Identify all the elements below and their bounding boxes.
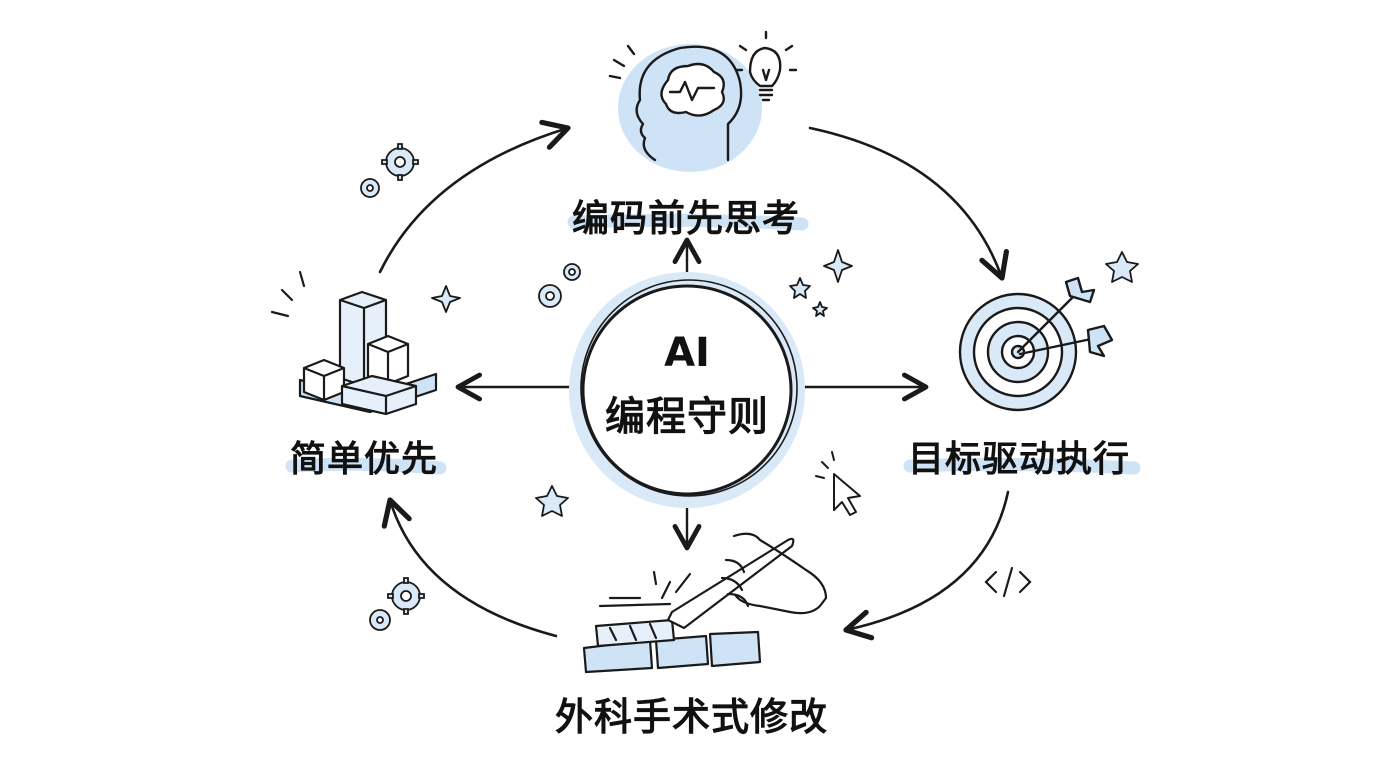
cursor-icon	[815, 451, 861, 516]
arrow-left-to-top	[378, 119, 571, 274]
node-label-surgical-changes: 外科手术式修改	[555, 695, 829, 739]
sparkle-icon	[431, 285, 461, 313]
label-highlights	[285, 213, 1141, 475]
node-label-think-first: 编码前先思考	[572, 197, 800, 240]
arrow-top-to-right	[808, 126, 1009, 281]
star-icon	[789, 277, 811, 299]
gear-icon	[381, 143, 419, 181]
node-label-simplicity-first: 简单优先	[290, 439, 439, 480]
gear-icon	[538, 284, 562, 308]
gear-icon	[360, 178, 380, 198]
code-symbol-icon	[984, 566, 1032, 598]
gear-icon	[387, 577, 425, 615]
center-title: AI	[664, 330, 710, 376]
arrow-right-to-bottom	[843, 490, 1010, 641]
gear-icons	[360, 143, 581, 631]
gear-icon	[563, 263, 581, 281]
center-subtitle: 编程守则	[605, 394, 769, 440]
center-hub	[569, 272, 805, 508]
sparkle-icons	[431, 249, 1139, 517]
scalpel-hand-icon	[582, 532, 828, 674]
sparkle-icon	[823, 249, 853, 283]
arrow-bottom-to-left	[381, 497, 558, 638]
brain-head-icon	[608, 30, 798, 172]
star-icon	[812, 301, 828, 317]
target-icon	[958, 276, 1114, 412]
star-icon	[1105, 251, 1139, 283]
gear-icon	[369, 609, 391, 631]
node-label-goal-driven: 目标驱动执行	[908, 439, 1131, 480]
cubes-icon	[270, 270, 438, 416]
cycle-arrows	[378, 119, 1010, 641]
star-icon	[535, 485, 569, 517]
